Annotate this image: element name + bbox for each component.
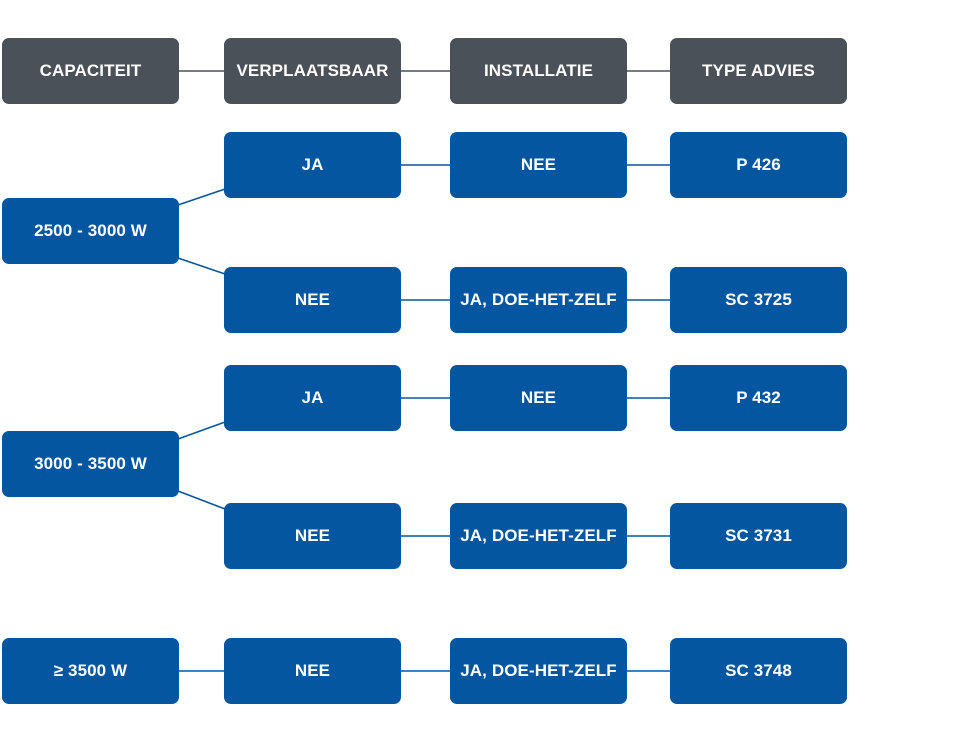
- portable-node: JA: [224, 365, 401, 431]
- installation-node: JA, DOE-HET-ZELF: [450, 267, 627, 333]
- type-advice-node: SC 3725: [670, 267, 847, 333]
- capacity-node: 3000 - 3500 W: [2, 431, 179, 497]
- type-advice-node: SC 3731: [670, 503, 847, 569]
- header-type-advice: TYPE ADVIES: [670, 38, 847, 104]
- connector-line: [177, 421, 226, 440]
- type-advice-node: SC 3748: [670, 638, 847, 704]
- header-portable: VERPLAATSBAAR: [224, 38, 401, 104]
- connector-line: [177, 257, 226, 275]
- portable-node: NEE: [224, 638, 401, 704]
- capacity-node: ≥ 3500 W: [2, 638, 179, 704]
- type-advice-node: P 426: [670, 132, 847, 198]
- installation-node: JA, DOE-HET-ZELF: [450, 503, 627, 569]
- connector-line: [177, 188, 226, 206]
- header-installation: INSTALLATIE: [450, 38, 627, 104]
- connector-line: [177, 490, 226, 510]
- header-capacity: CAPACITEIT: [2, 38, 179, 104]
- capacity-node: 2500 - 3000 W: [2, 198, 179, 264]
- type-advice-node: P 432: [670, 365, 847, 431]
- portable-node: NEE: [224, 267, 401, 333]
- installation-node: NEE: [450, 365, 627, 431]
- installation-node: JA, DOE-HET-ZELF: [450, 638, 627, 704]
- portable-node: JA: [224, 132, 401, 198]
- portable-node: NEE: [224, 503, 401, 569]
- installation-node: NEE: [450, 132, 627, 198]
